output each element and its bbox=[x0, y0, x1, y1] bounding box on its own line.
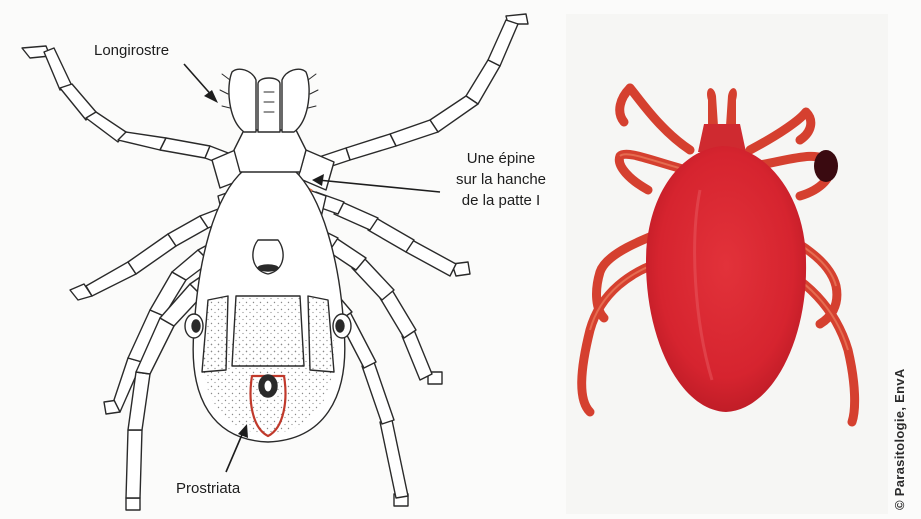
arrow-prostriata bbox=[226, 430, 244, 472]
tick-photo bbox=[566, 14, 888, 514]
label-epine-line2: sur la hanche bbox=[438, 169, 564, 190]
anus bbox=[264, 380, 272, 392]
label-epine: Une épine sur la hanche de la patte I bbox=[438, 148, 564, 211]
arrow-epine bbox=[318, 180, 440, 192]
leg-right-1 bbox=[316, 14, 528, 170]
tick-diagram-ventral bbox=[22, 14, 528, 510]
label-longirostre: Longirostre bbox=[94, 40, 169, 61]
leg-left-1 bbox=[22, 46, 236, 168]
label-prostriata: Prostriata bbox=[176, 478, 240, 499]
capitulum-base bbox=[234, 130, 306, 172]
photo-credit: © Parasitologie, EnvA bbox=[892, 368, 907, 510]
palp-left bbox=[229, 69, 256, 132]
median-plate bbox=[232, 296, 304, 366]
spiracle-left-core bbox=[192, 320, 200, 332]
label-epine-line1: Une épine bbox=[438, 148, 564, 169]
label-epine-line3: de la patte I bbox=[438, 190, 564, 211]
hypostome bbox=[258, 78, 280, 132]
genital-pore bbox=[258, 265, 278, 271]
palp-right bbox=[282, 69, 309, 132]
photo-dark-spot bbox=[814, 150, 838, 182]
spiracle-right-core bbox=[336, 320, 344, 332]
